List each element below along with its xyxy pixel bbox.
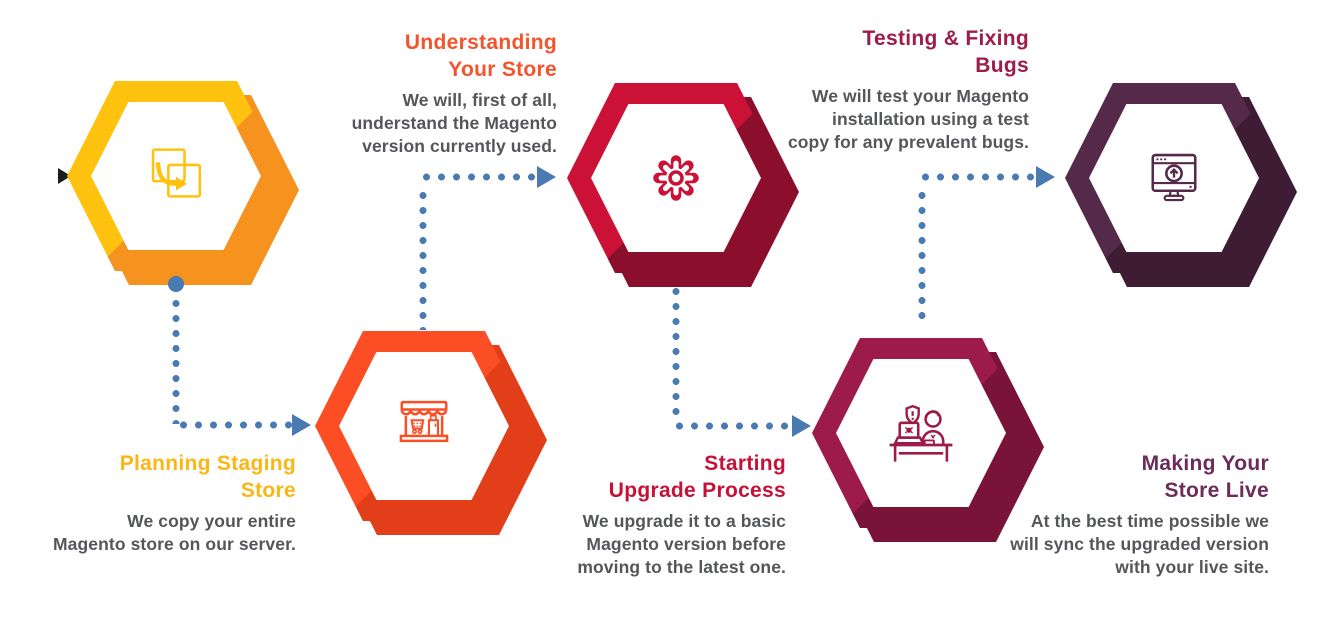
step-title: Planning Staging Store (119, 452, 296, 502)
step-title: Understanding Your Store (404, 31, 557, 81)
step-description: At the best time possible we will sync t… (1010, 511, 1269, 577)
step-title: Testing & Fixing Bugs (862, 27, 1029, 77)
monitor-upload-icon (1151, 153, 1197, 202)
label-making-your-store-live: Making Your Store Live At the best time … (1010, 450, 1269, 579)
hexagon-starting-upgrade-process (567, 83, 799, 287)
connector-3-vertical (672, 284, 680, 422)
tester-at-desk-icon (889, 404, 953, 462)
connector-2-vertical (419, 188, 427, 330)
step-description: We will, first of all, understand the Ma… (351, 90, 557, 156)
hexagon-face (1089, 104, 1259, 252)
step-description: We upgrade it to a basic Magento version… (577, 511, 786, 577)
hexagon-face (91, 102, 261, 250)
hexagon-testing-fixing-bugs (812, 338, 1044, 542)
copy-icon (151, 148, 202, 198)
connector-4-arrowhead (1036, 166, 1055, 188)
gear-icon (653, 155, 699, 201)
connector-1-horizontal (176, 421, 292, 429)
storefront-icon (399, 400, 449, 443)
clipped-arrow-fragment (58, 168, 71, 184)
connector-4-horizontal (918, 173, 1036, 181)
step-description: We copy your entire Magento store on our… (53, 511, 296, 554)
label-starting-upgrade-process: Starting Upgrade Process We upgrade it t… (577, 450, 786, 579)
connector-2-horizontal (419, 173, 537, 181)
connector-1-vertical (172, 296, 180, 424)
step-description: We will test your Magento installation u… (787, 86, 1029, 152)
connector-4-vertical (918, 188, 926, 326)
connector-1-arrowhead (292, 414, 311, 436)
label-understanding-your-store: Understanding Your Store We will, first … (352, 29, 557, 158)
hexagon-planning-staging-store (67, 81, 299, 285)
connector-3-arrowhead (792, 415, 811, 437)
hexagon-making-your-store-live (1065, 83, 1297, 287)
hexagon-understanding-your-store (315, 331, 547, 535)
connector-2-arrowhead (537, 166, 556, 188)
connector-start-dot (168, 276, 184, 292)
hexagon-face (836, 359, 1006, 507)
step-title: Starting Upgrade Process (608, 452, 786, 502)
hexagon-face (591, 104, 761, 252)
hexagon-face (339, 352, 509, 500)
step-title: Making Your Store Live (1141, 452, 1269, 502)
label-testing-fixing-bugs: Testing & Fixing Bugs We will test your … (788, 25, 1029, 154)
label-planning-staging-store: Planning Staging Store We copy your enti… (53, 450, 296, 556)
connector-3-horizontal (672, 422, 792, 430)
